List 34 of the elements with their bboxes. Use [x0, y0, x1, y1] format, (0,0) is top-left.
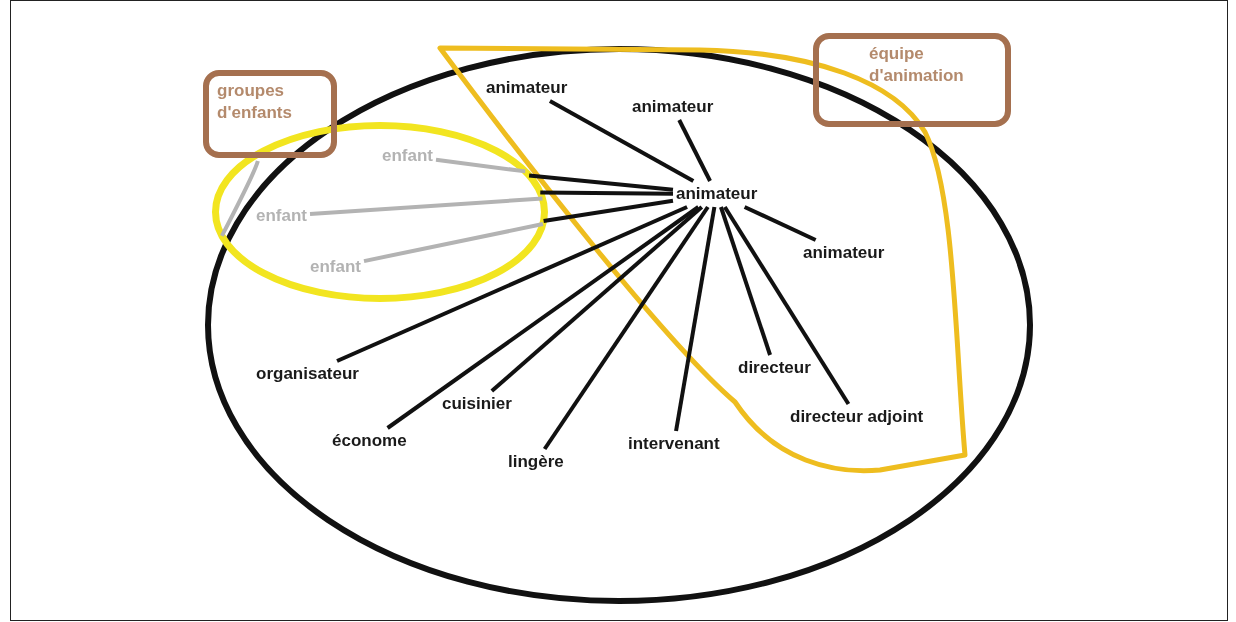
role-label: lingère: [508, 452, 564, 472]
group-label: groupes d'enfants: [217, 80, 293, 124]
connector-line: [674, 206, 717, 432]
role-label: directeur adjoint: [790, 407, 924, 427]
connector-line: [363, 222, 544, 264]
label-box: [203, 70, 337, 158]
role-label: animateur: [676, 184, 758, 204]
connector-line: [719, 206, 772, 356]
connector-line: [309, 196, 543, 217]
connector-line: [490, 205, 704, 393]
connector-line: [528, 173, 674, 192]
connector-line: [743, 205, 817, 242]
role-label: enfant: [382, 146, 433, 166]
role-label: animateur: [632, 97, 714, 117]
role-label: animateur: [803, 243, 885, 263]
connector-line: [548, 99, 695, 183]
connector-line: [543, 205, 710, 451]
connector-line: [435, 157, 526, 174]
role-label: directeur: [738, 358, 811, 378]
connector-line: [540, 190, 674, 196]
role-label: enfant: [310, 257, 361, 277]
group-label: équipe d'animation: [869, 43, 965, 87]
role-label: enfant: [256, 206, 307, 226]
role-label: économe: [332, 431, 407, 451]
connector-line: [336, 205, 688, 363]
role-label: animateur: [486, 78, 568, 98]
connector-line: [723, 205, 851, 406]
role-label: intervenant: [628, 434, 720, 454]
connector-line: [677, 119, 712, 182]
connector-line: [543, 198, 674, 223]
connector-line: [386, 205, 700, 430]
role-label: organisateur: [256, 364, 359, 384]
role-label: cuisinier: [442, 394, 512, 414]
label-box: [813, 33, 1011, 127]
